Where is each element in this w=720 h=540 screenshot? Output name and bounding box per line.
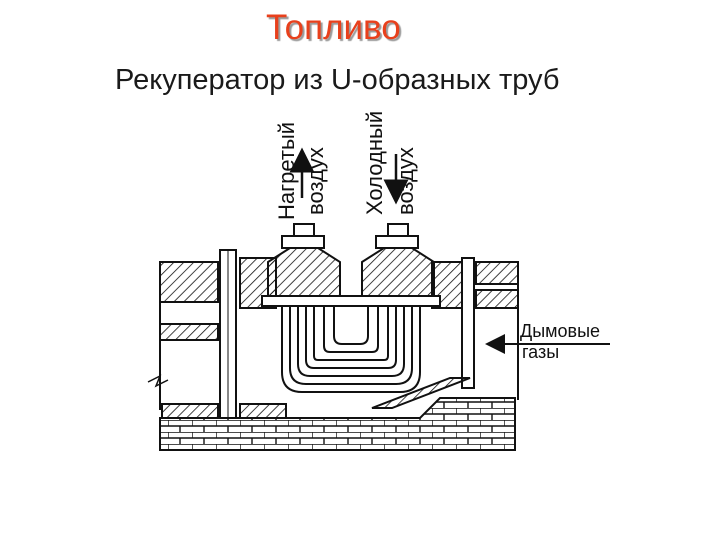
svg-text:Дымовые: Дымовые (520, 321, 600, 341)
brick-base (159, 397, 516, 451)
page-title: Топливо (266, 8, 401, 47)
hot-air-header (267, 223, 341, 297)
cold-air-header (361, 223, 435, 297)
left-pipe (219, 249, 237, 421)
flue-gas-label: Дымовые газы (520, 321, 600, 362)
left-wall (147, 261, 219, 410)
svg-text:Нагретый: Нагретый (274, 122, 299, 220)
cold-air-label: Холодный воздух (362, 111, 418, 215)
right-wall (461, 257, 519, 400)
page-subtitle: Рекуператор из U-образных труб (115, 64, 560, 96)
svg-text:Холодный: Холодный (362, 111, 387, 215)
inclined-baffle (371, 377, 471, 409)
svg-text:воздух: воздух (303, 147, 328, 215)
u-tubes (281, 306, 421, 393)
svg-text:газы: газы (522, 342, 559, 362)
